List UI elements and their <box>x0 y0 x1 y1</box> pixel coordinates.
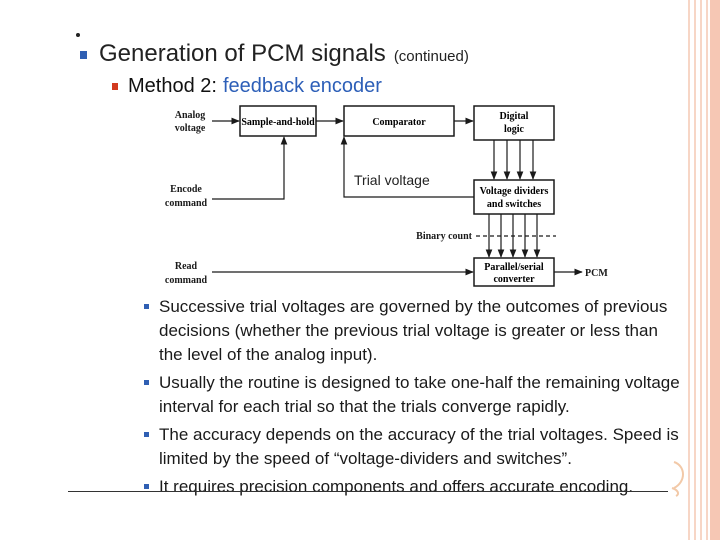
bullet-square <box>144 432 149 437</box>
voltage-dividers-label-1: Voltage dividers <box>480 186 549 197</box>
bullet-square <box>144 484 149 489</box>
digital-logic-label-2: logic <box>504 124 525 135</box>
converter-label-2: converter <box>493 274 535 285</box>
voltage-dividers-label-2: and switches <box>487 199 541 210</box>
trial-voltage-feedback-arrow <box>340 136 474 198</box>
bullet-item: It requires precision components and off… <box>144 475 684 499</box>
bullet-item: Successive trial voltages are governed b… <box>144 295 684 367</box>
digital-logic-label-1: Digital <box>500 111 529 122</box>
block-sample-and-hold: Sample-and-hold <box>239 105 317 137</box>
bullet-item: The accuracy depends on the accuracy of … <box>144 423 684 471</box>
edge-solid-stripe <box>710 0 720 540</box>
sample-hold-label: Sample-and-hold <box>241 117 315 128</box>
corner-dot <box>76 33 80 37</box>
bullet-square <box>144 380 149 385</box>
bullet-square <box>144 304 149 309</box>
converter-label-1: Parallel/serial <box>484 262 544 273</box>
method-label: Method 2: <box>128 75 217 97</box>
block-voltage-dividers: Voltage dividers and switches <box>473 179 555 215</box>
title-bullet <box>80 51 87 59</box>
read-command-label-2: command <box>165 275 208 286</box>
title-suffix: (continued) <box>393 48 469 65</box>
bullet-text: It requires precision components and off… <box>159 477 634 496</box>
slide-title: Generation of PCM signals (continued) <box>80 40 469 68</box>
bullet-text: Usually the routine is designed to take … <box>159 373 680 416</box>
bullet-item: Usually the routine is designed to take … <box>144 371 684 419</box>
method-value: feedback encoder <box>222 75 382 97</box>
footer-divider <box>68 491 668 492</box>
method-bullet <box>112 83 118 90</box>
title-text: Generation of PCM signals <box>99 40 386 67</box>
binary-count-label: Binary count <box>416 231 473 242</box>
corner-swirl-icon <box>671 461 684 497</box>
block-digital-logic: Digital logic <box>473 105 555 141</box>
bullet-list: Successive trial voltages are governed b… <box>144 295 684 503</box>
comparator-label: Comparator <box>372 117 426 128</box>
encode-command-label-2: command <box>165 198 208 209</box>
encode-command-arrow <box>212 136 288 200</box>
block-parallel-serial-converter: Parallel/serial converter <box>473 257 555 287</box>
analog-voltage-label-1: Analog <box>175 110 206 121</box>
analog-voltage-label-2: voltage <box>175 123 206 134</box>
bullet-text: The accuracy depends on the accuracy of … <box>159 425 679 468</box>
method-heading: Method 2: feedback encoder <box>112 75 382 98</box>
pcm-label: PCM <box>585 268 608 279</box>
trial-voltage-label: Trial voltage <box>354 172 430 188</box>
bullet-text: Successive trial voltages are governed b… <box>159 297 668 364</box>
read-command-label-1: Read <box>175 261 198 272</box>
encode-command-label-1: Encode <box>170 184 202 195</box>
block-comparator: Comparator <box>343 105 455 137</box>
edge-stripes <box>688 0 720 540</box>
